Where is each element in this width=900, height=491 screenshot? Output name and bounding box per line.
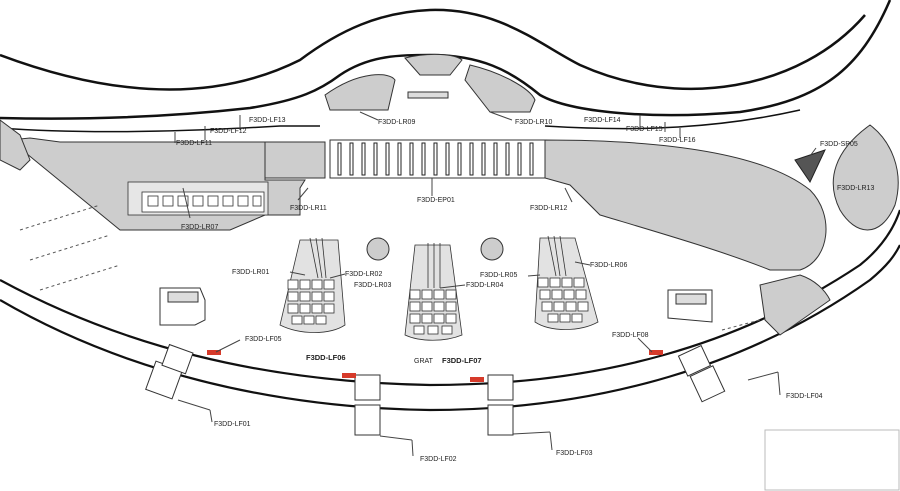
label-lr06: F3DD-LR06: [590, 262, 627, 269]
label-lf07: F3DD-LF07: [442, 356, 482, 365]
block-far-right: [832, 124, 899, 231]
label-lf12: F3DD-LF12: [210, 128, 247, 135]
block-top-center: [404, 53, 463, 76]
labels: F3DD-LF01 F3DD-LF02 F3DD-LF03 F3DD-LF04 …: [176, 117, 874, 463]
label-lr02: F3DD-LR02: [345, 271, 382, 278]
island-left: [279, 237, 346, 333]
island-center: [404, 243, 463, 341]
sp05-triangle: [794, 149, 826, 184]
legend-frame: [764, 429, 900, 491]
label-lf08: F3DD-LF08: [612, 332, 649, 339]
security-gates: [329, 139, 546, 179]
label-lf05: F3DD-LF05: [245, 336, 282, 343]
column-right: [480, 237, 504, 261]
block-right-lower: [759, 274, 831, 336]
label-lf14: F3DD-LF14: [584, 117, 621, 124]
leader-lines: [174, 111, 817, 457]
label-lr11: F3DD-LR11: [290, 205, 327, 212]
label-grat: GRAT: [414, 358, 434, 365]
label-lf16: F3DD-LF16: [659, 137, 696, 144]
label-lr04: F3DD-LR04: [466, 282, 503, 289]
kiosks: [159, 91, 713, 326]
block-right-wing: [544, 139, 827, 271]
label-lf01: F3DD-LF01: [214, 421, 251, 428]
parking-stripes: [19, 204, 761, 331]
label-lf13: F3DD-LF13: [249, 117, 286, 124]
label-lr09: F3DD-LR09: [378, 119, 415, 126]
label-lf03: F3DD-LF03: [556, 450, 593, 457]
island-right: [534, 235, 599, 330]
label-lf15: F3DD-LF15: [626, 126, 663, 133]
label-lf04: F3DD-LF04: [786, 393, 823, 400]
block-top-right: [464, 64, 536, 113]
label-lf11: F3DD-LF11: [176, 140, 212, 147]
label-lr12: F3DD-LR12: [530, 205, 567, 212]
red-markers: [207, 350, 663, 382]
label-lr03: F3DD-LR03: [354, 282, 391, 289]
block-top-left: [324, 74, 396, 111]
block-left-edge: [0, 119, 31, 171]
counter-row-lr07: [127, 181, 269, 216]
label-ep01: F3DD-EP01: [417, 197, 455, 204]
label-lr13: F3DD-LR13: [837, 185, 874, 192]
column-left: [366, 237, 390, 261]
label-lf02: F3DD-LF02: [420, 456, 457, 463]
label-lr07: F3DD-LR07: [181, 224, 218, 231]
label-lf06: F3DD-LF06: [306, 353, 346, 362]
label-lr01: F3DD-LR01: [232, 269, 269, 276]
label-sp05: F3DD-SP05: [820, 141, 858, 148]
label-lr10: F3DD-LR10: [515, 119, 552, 126]
entrances: [145, 343, 726, 436]
block-left-upper: [264, 141, 326, 179]
label-lr05: F3DD-LR05: [480, 272, 517, 279]
